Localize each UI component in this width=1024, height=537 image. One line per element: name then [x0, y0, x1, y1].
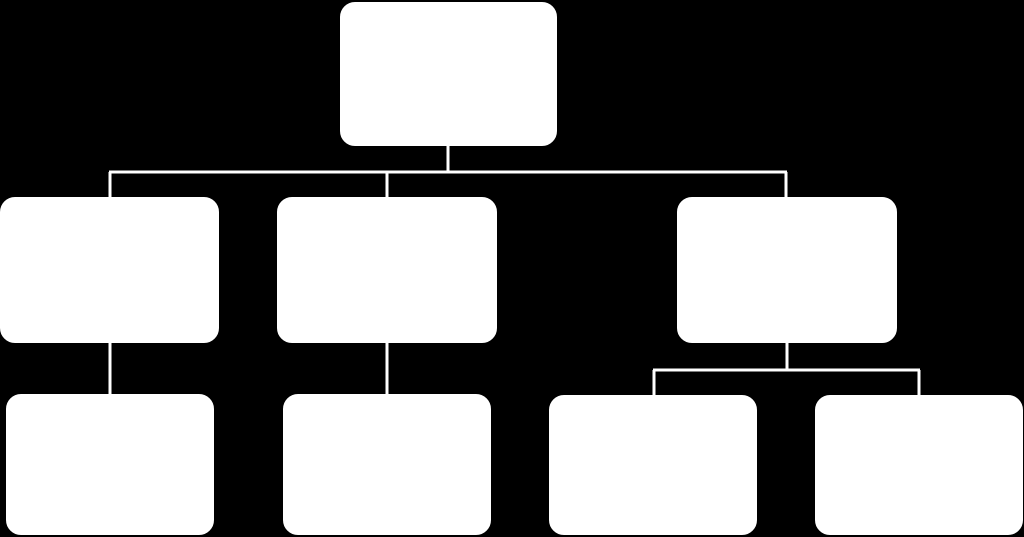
node-grandchild-4 [815, 395, 1023, 535]
node-child-3 [677, 197, 897, 343]
node-child-2 [277, 197, 497, 343]
node-child-1 [0, 197, 219, 343]
connectors-level-1 [108, 145, 788, 198]
connectors-level-2 [108, 342, 921, 396]
node-root [340, 2, 557, 146]
node-grandchild-1 [6, 394, 214, 535]
node-grandchild-3 [549, 395, 757, 535]
node-grandchild-2 [283, 394, 491, 535]
